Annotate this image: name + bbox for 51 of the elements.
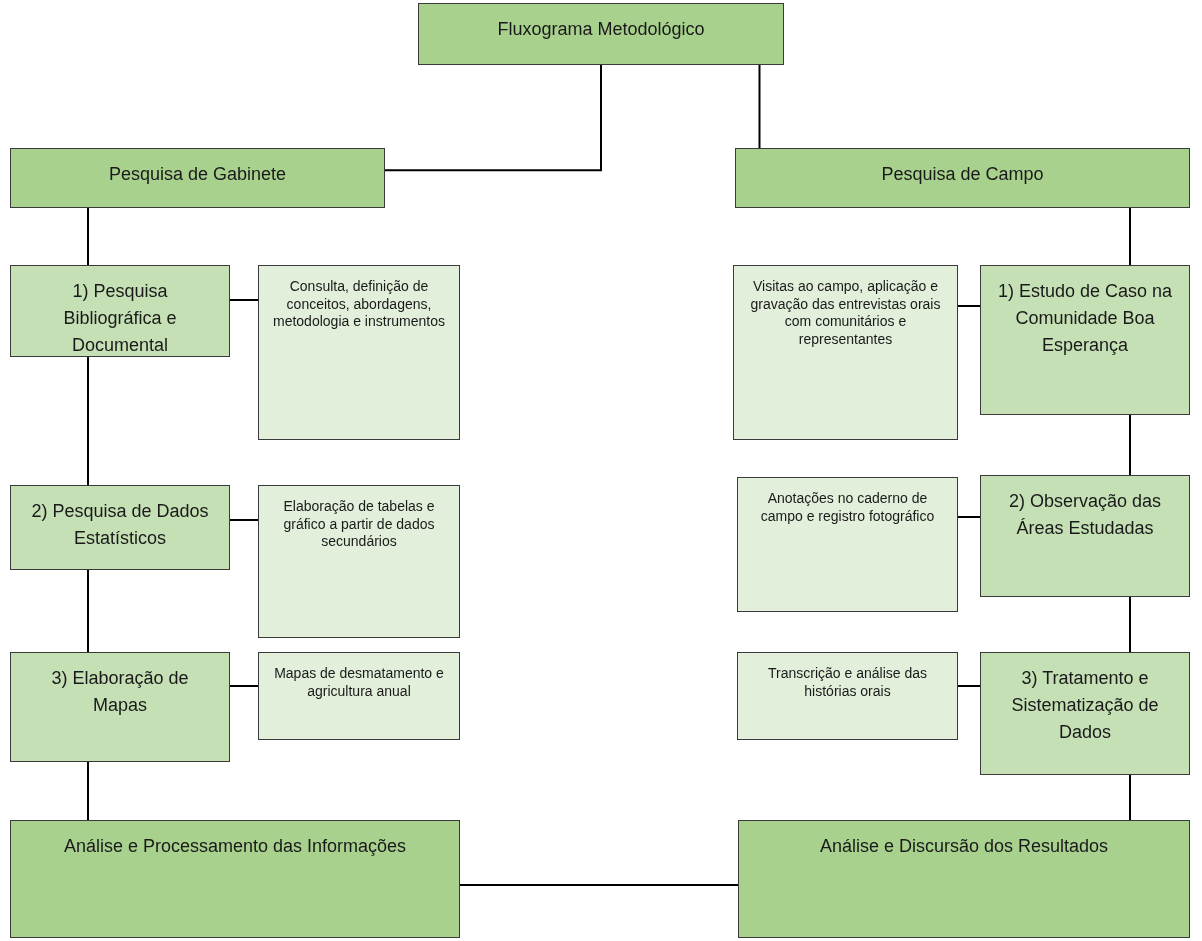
box-label: 1) Estudo de Caso na Comunidade Boa Esperança bbox=[996, 280, 1174, 357]
step-box bbox=[10, 485, 230, 570]
connector-line bbox=[758, 64, 761, 149]
connector-line bbox=[229, 299, 259, 301]
connector-line bbox=[229, 519, 259, 521]
process-box bbox=[10, 820, 460, 938]
box-label: Análise e Discursão dos Resultados bbox=[819, 835, 1109, 858]
step-box bbox=[980, 475, 1190, 597]
connector-line bbox=[229, 685, 259, 687]
box-label: Consulta, definição de conceitos, abordagens, metodologia e instrumentos bbox=[272, 278, 446, 331]
connector-line bbox=[87, 569, 89, 653]
box-label: Transcrição e análise das histórias orais bbox=[767, 665, 928, 700]
box-label: Elaboração de tabelas e gráfico a partir de dados secundários bbox=[282, 498, 436, 551]
connector-line bbox=[87, 356, 89, 486]
step-box bbox=[10, 265, 230, 357]
connector-line bbox=[1129, 596, 1131, 653]
connector-line bbox=[957, 305, 981, 307]
box-label: 2) Pesquisa de Dados Estatísticos bbox=[30, 500, 210, 550]
note-box bbox=[258, 265, 460, 440]
note-box bbox=[258, 485, 460, 638]
process-box bbox=[735, 148, 1190, 208]
step-box bbox=[980, 265, 1190, 415]
connector-line bbox=[1129, 774, 1131, 821]
connector-line bbox=[459, 884, 739, 886]
box-label: Pesquisa de Campo bbox=[881, 163, 1044, 186]
connector-line bbox=[1129, 414, 1131, 476]
box-label: Pesquisa de Gabinete bbox=[108, 163, 287, 186]
note-box bbox=[733, 265, 958, 440]
note-box bbox=[258, 652, 460, 740]
box-label: 2) Observação das Áreas Estudadas bbox=[1007, 490, 1163, 540]
box-label: Mapas de desmatamento e agricultura anual bbox=[273, 665, 445, 700]
box-label: Fluxograma Metodológico bbox=[497, 18, 705, 41]
process-box bbox=[418, 3, 784, 65]
box-label: 3) Elaboração de Mapas bbox=[50, 667, 190, 717]
note-box bbox=[737, 652, 958, 740]
box-label: Anotações no caderno de campo e registro fotográfico bbox=[759, 490, 936, 525]
box-label: Visitas ao campo, aplicação e gravação das entrevistas orais com comunitários e representantes bbox=[749, 278, 942, 348]
connector-line bbox=[1129, 207, 1131, 266]
connector-line bbox=[957, 516, 981, 518]
process-box bbox=[10, 148, 385, 208]
connector-line bbox=[957, 685, 981, 687]
step-box bbox=[10, 652, 230, 762]
connector-line bbox=[87, 761, 89, 821]
process-box bbox=[738, 820, 1190, 938]
connector-line bbox=[87, 207, 89, 266]
step-box bbox=[980, 652, 1190, 775]
note-box bbox=[737, 477, 958, 612]
box-label: 1) Pesquisa Bibliográfica e Documental bbox=[62, 280, 178, 357]
box-label: 3) Tratamento e Sistematização de Dados bbox=[1010, 667, 1160, 744]
box-label: Análise e Processamento das Informações bbox=[63, 835, 407, 858]
connector-line bbox=[384, 64, 602, 172]
